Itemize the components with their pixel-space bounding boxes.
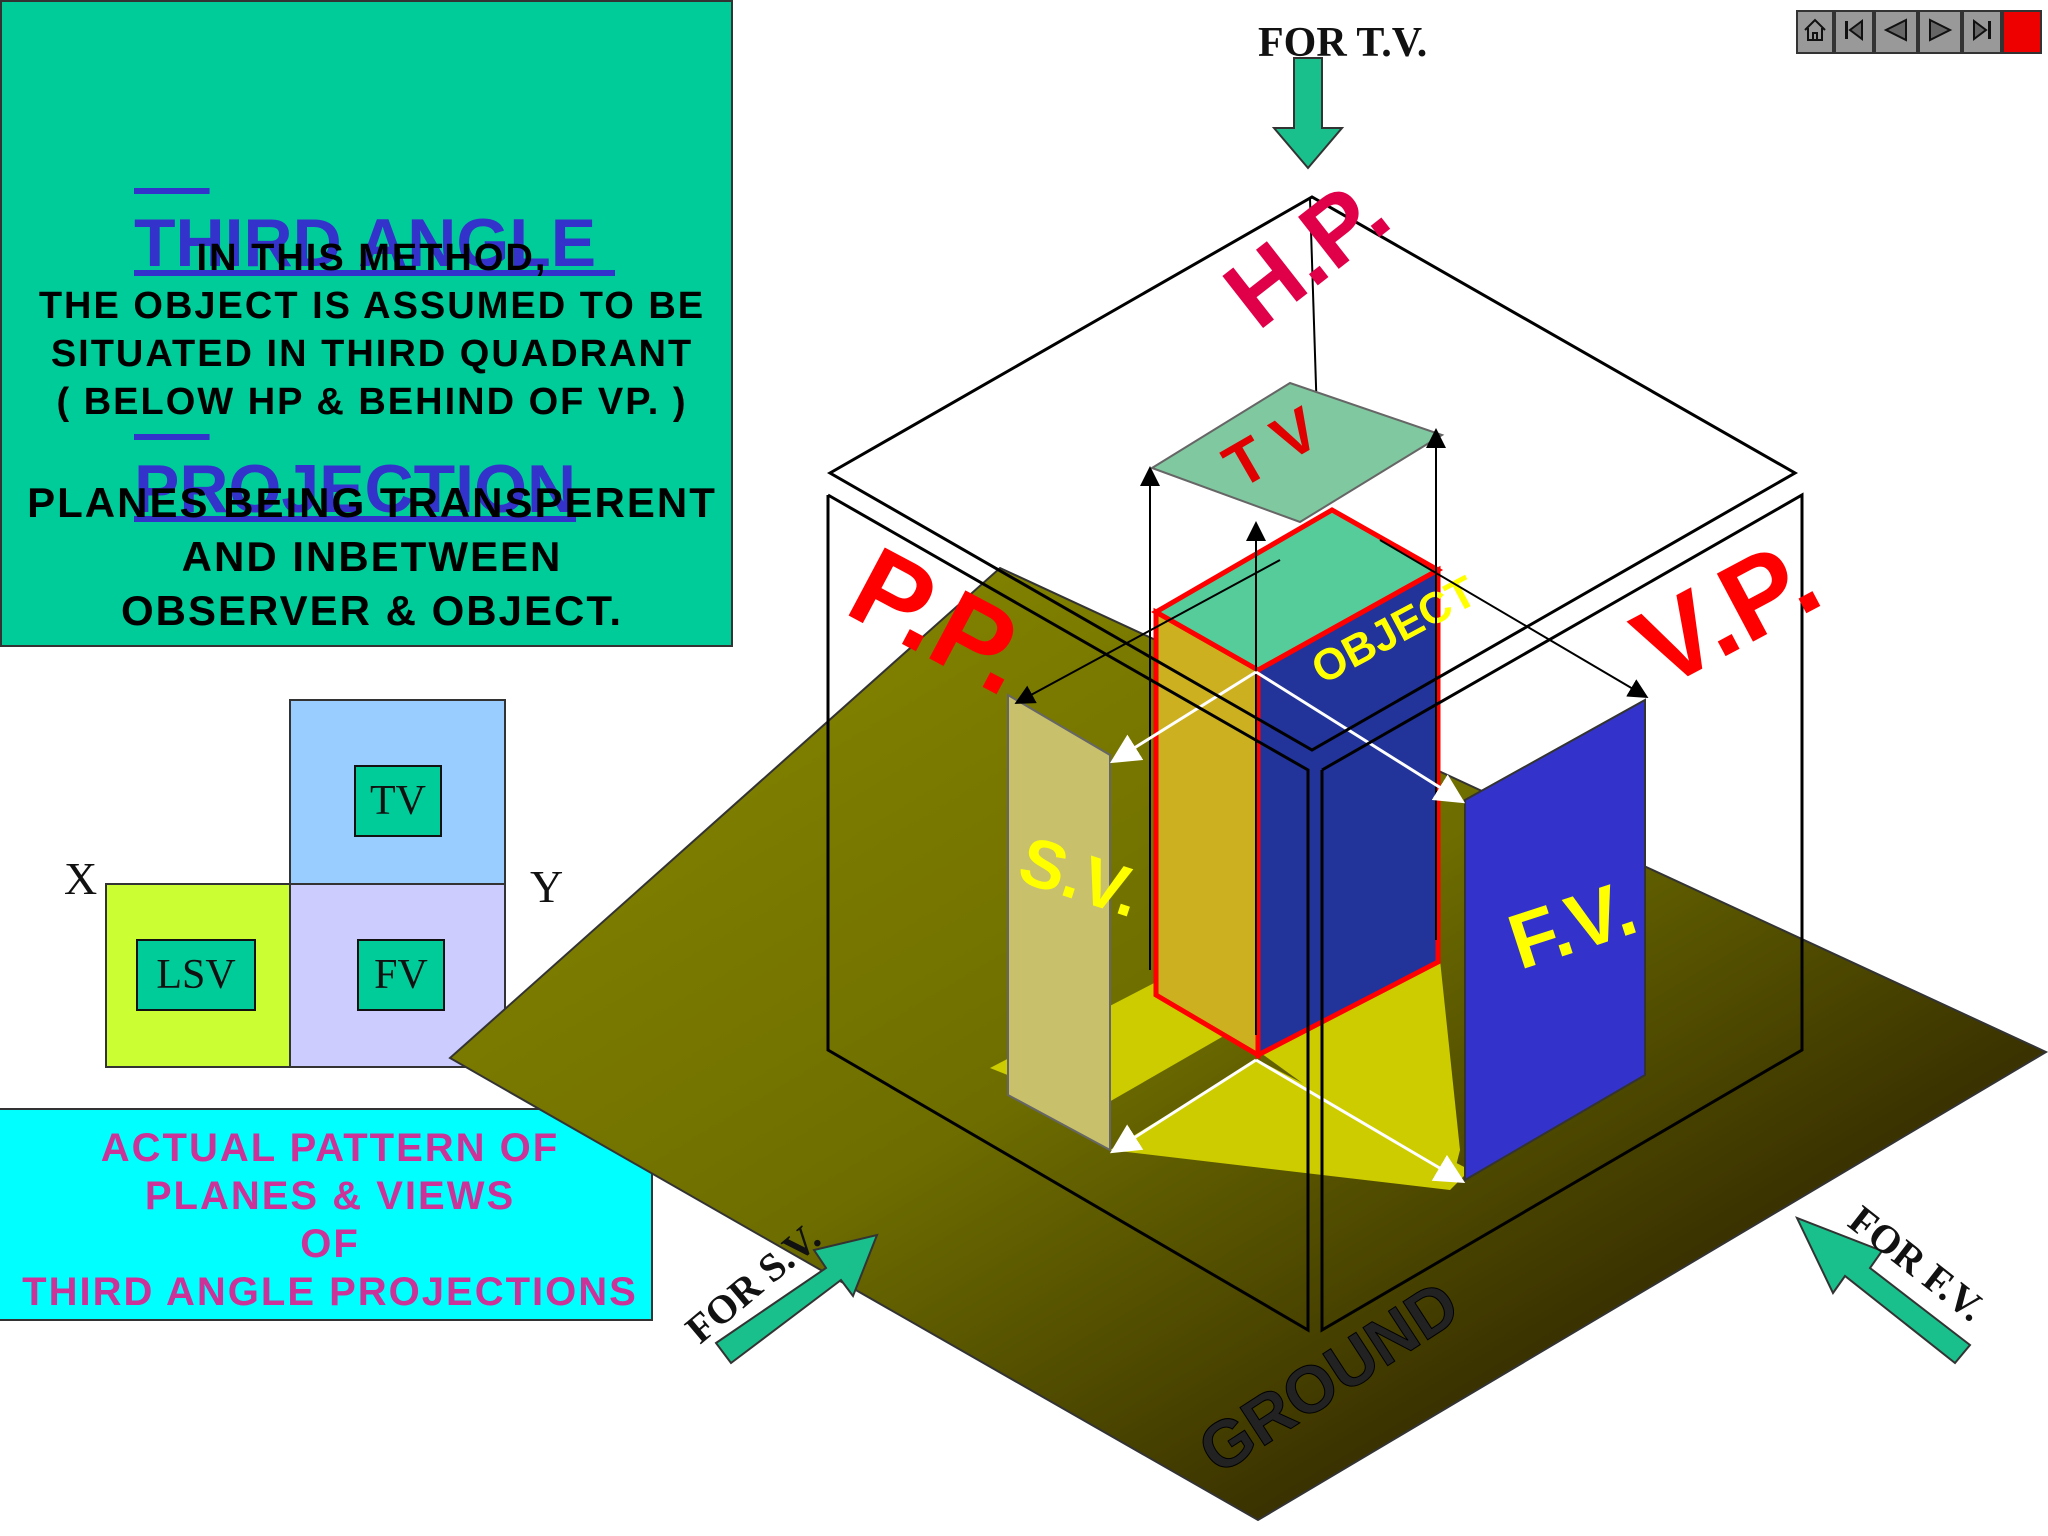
last-slide-button[interactable] [1962, 10, 2002, 54]
method-line: ( BELOW HP & BEHIND OF VP. ) [56, 381, 688, 423]
vp-label: V.P. [1615, 513, 1839, 711]
x-axis-label: X [64, 853, 98, 904]
home-icon [1801, 16, 1829, 49]
tv-direction-arrow [1271, 57, 1345, 170]
planes-line: AND INBETWEEN [181, 533, 563, 580]
front-view-panel [1464, 698, 1646, 1182]
planes-line: PLANES BEING TRANSPERENT [27, 479, 717, 526]
method-line: SITUATED IN THIRD QUADRANT [50, 333, 694, 375]
next-slide-button[interactable] [1918, 10, 1962, 54]
page-title: THIRD ANGLE PROJECTION [134, 38, 616, 645]
pattern-line: OF [300, 1222, 360, 1266]
method-description-box: THIRD ANGLE PROJECTION IN THIS METHOD, T… [0, 0, 733, 647]
fv-direction-arrow [1795, 1216, 1972, 1365]
title-line-2: PROJECTION [134, 451, 577, 527]
vertical-plane [1320, 492, 1804, 1333]
end-show-icon [2010, 18, 2034, 47]
sv-direction-arrow [714, 1233, 879, 1365]
object-left-face [1153, 607, 1261, 1060]
pattern-line: THIRD ANGLE PROJECTIONS [22, 1270, 638, 1314]
fv-tag: FV [357, 939, 445, 1011]
home-button[interactable] [1796, 10, 1834, 54]
for-tv-label: FOR T.V. [1258, 20, 1427, 66]
floor-shadow [1110, 1060, 1470, 1190]
projector-line [1109, 670, 1257, 764]
first-slide-icon [1840, 16, 1868, 49]
horizontal-plane [826, 195, 1799, 752]
projector-line [1014, 559, 1281, 704]
method-line: THE OBJECT IS ASSUMED TO BE [38, 285, 706, 327]
planes-line: OBSERVER & OBJECT. [121, 587, 623, 634]
last-slide-icon [1968, 16, 1996, 49]
projector-line [1109, 1058, 1257, 1154]
first-slide-button[interactable] [1834, 10, 1874, 54]
object-top-face [1150, 507, 1444, 673]
previous-slide-button[interactable] [1874, 10, 1918, 54]
method-line: IN THIS METHOD, [196, 237, 548, 279]
side-view-panel [1007, 693, 1111, 1152]
next-slide-icon [1925, 16, 1955, 49]
pattern-line: ACTUAL PATTERN OF [100, 1126, 560, 1170]
title-line-1: THIRD ANGLE [134, 205, 616, 281]
planes-text: PLANES BEING TRANSPERENT AND INBETWEEN O… [2, 476, 731, 638]
lsv-tag: LSV [136, 939, 256, 1011]
hp-label: H.P. [1205, 157, 1408, 349]
pattern-caption-box: ACTUAL PATTERN OF PLANES & VIEWS OF THIR… [0, 1108, 653, 1321]
projector-line [1255, 1058, 1466, 1184]
end-show-button[interactable] [2002, 10, 2042, 54]
previous-slide-icon [1881, 16, 1911, 49]
method-text: IN THIS METHOD, THE OBJECT IS ASSUMED TO… [2, 234, 731, 426]
tv-tag: TV [354, 765, 442, 837]
projector-line [1379, 539, 1649, 699]
y-axis-label: Y [530, 861, 564, 912]
profile-plane [826, 493, 1310, 1333]
pattern-line: PLANES & VIEWS [144, 1174, 516, 1218]
projector-line [1255, 670, 1466, 804]
